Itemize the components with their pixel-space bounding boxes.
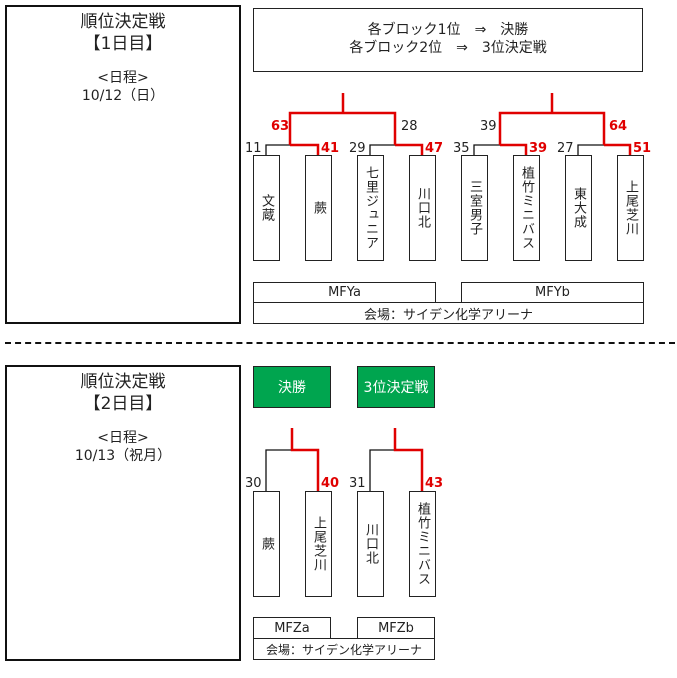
score: 39 <box>529 141 548 156</box>
team-box: 七里ジュニア <box>357 155 384 261</box>
score: 43 <box>425 476 444 491</box>
court-label: MFZb <box>357 617 435 639</box>
day2-title: 順位決定戦 <box>80 372 166 392</box>
day1-title: 順位決定戦 <box>80 12 166 32</box>
score: 27 <box>557 141 574 156</box>
day2-date: 10/13（祝月） <box>74 448 172 464</box>
score: 30 <box>245 476 262 491</box>
score: 29 <box>349 141 366 156</box>
venue-label: 会場：サイデン化学アリーナ <box>253 638 435 660</box>
score: 47 <box>425 141 444 156</box>
day1-label: 【1日目】 <box>83 34 163 54</box>
bracket-line <box>265 144 604 155</box>
day2-panel: 順位決定戦 【2日目】 <日程> 10/13（祝月） <box>5 365 241 661</box>
score: 41 <box>321 141 340 156</box>
score: 35 <box>453 141 470 156</box>
win-line <box>288 93 424 155</box>
day1-date: 10/12（日） <box>81 88 165 104</box>
team-box: 植竹ミニバス <box>513 155 540 261</box>
team-box: 川口北 <box>357 491 384 597</box>
team-box: 植竹ミニバス <box>409 491 436 597</box>
court-label: MFYa <box>253 282 436 303</box>
info-line: 各ブロック1位 ⇒ 決勝 <box>367 22 529 38</box>
day2-label: 【2日目】 <box>83 394 163 414</box>
team-box: 三室男子 <box>461 155 488 261</box>
team-box: 蕨 <box>305 155 332 261</box>
schedule-label: <日程> <box>97 430 149 446</box>
score: 51 <box>633 141 652 156</box>
team-box: 蕨 <box>253 491 280 597</box>
score: 40 <box>321 476 340 491</box>
court-label: MFYb <box>461 282 644 303</box>
day1-panel: 順位決定戦 【1日目】 <日程> 10/12（日） <box>5 5 241 324</box>
team-box: 上尾芝川 <box>617 155 644 261</box>
venue-label: 会場：サイデン化学アリーナ <box>253 302 644 324</box>
semi-score: 28 <box>401 119 418 134</box>
semi-score: 39 <box>480 119 497 134</box>
semi-score: 64 <box>609 119 628 134</box>
win-line <box>290 428 424 491</box>
advancement-info: 各ブロック1位 ⇒ 決勝 各ブロック2位 ⇒ 3位決定戦 <box>253 8 643 72</box>
score: 31 <box>349 476 366 491</box>
court-label: MFZa <box>253 617 331 639</box>
score: 11 <box>245 141 262 156</box>
team-box: 川口北 <box>409 155 436 261</box>
final-game-label: 決勝 <box>253 366 331 408</box>
bracket-line <box>265 449 395 491</box>
team-box: 上尾芝川 <box>305 491 332 597</box>
team-box: 東大成 <box>565 155 592 261</box>
info-line: 各ブロック2位 ⇒ 3位決定戦 <box>349 40 547 56</box>
team-box: 文蔵 <box>253 155 280 261</box>
schedule-label: <日程> <box>97 70 149 86</box>
divider <box>5 342 675 344</box>
win-line <box>498 93 632 155</box>
third-place-game-label: 3位決定戦 <box>357 366 435 408</box>
semi-score: 63 <box>271 119 290 134</box>
